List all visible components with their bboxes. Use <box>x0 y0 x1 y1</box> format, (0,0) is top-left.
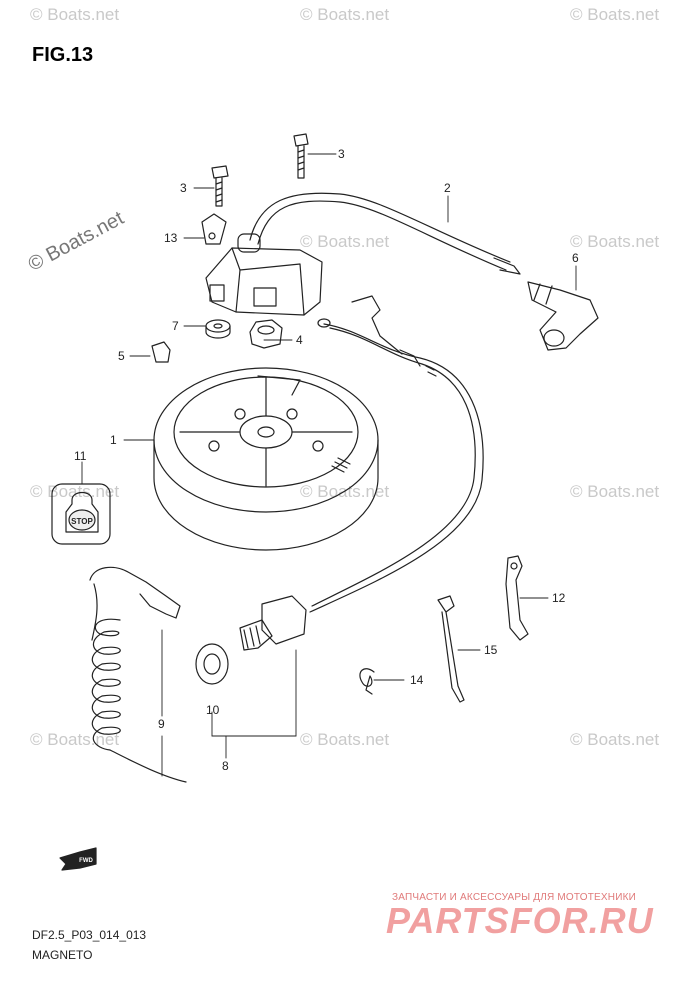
fwd-label: FWD <box>79 858 93 864</box>
part-number: 7 <box>172 319 179 333</box>
part-number: 13 <box>164 231 178 245</box>
watermark: © Boats.net <box>570 482 660 501</box>
part-number: 11 <box>74 449 87 463</box>
figure-code: DF2.5_P03_014_013 <box>32 928 147 942</box>
fwd-arrow-icon <box>59 847 97 871</box>
stop-switch-icon <box>51 483 111 545</box>
part-number: 8 <box>222 759 229 773</box>
part-number: 9 <box>158 717 165 731</box>
bolt <box>211 165 229 207</box>
part-number: 4 <box>296 333 303 347</box>
part-number: 5 <box>118 349 125 363</box>
cable-tie <box>437 595 465 703</box>
watermark: © Boats.net <box>300 232 390 251</box>
watermark: © Boats.net <box>570 5 660 24</box>
part-number: 1 <box>110 433 117 447</box>
stop-label: STOP <box>71 517 93 526</box>
watermark: © Boats.net <box>570 232 660 251</box>
watermark: © Boats.net <box>300 5 390 24</box>
watermark: © Boats.net <box>30 5 120 24</box>
part-number: 6 <box>572 251 579 265</box>
high-tension-cord <box>249 192 521 275</box>
plug-cap <box>527 281 599 351</box>
ignition-coil <box>201 213 323 316</box>
stop-switch-body <box>239 595 307 651</box>
part-number: 12 <box>552 591 566 605</box>
key <box>151 341 171 363</box>
figure-name: MAGNETO <box>32 948 93 962</box>
part-number: 2 <box>444 181 451 195</box>
part-number: 14 <box>410 673 424 687</box>
part-number: 3 <box>338 147 345 161</box>
callouts <box>81 153 577 777</box>
part-labels: 1 2 3 3 4 5 6 7 8 9 10 11 12 13 14 15 ST… <box>71 147 579 864</box>
watermark: © Boats.net <box>570 730 660 749</box>
wire-clip <box>359 668 375 695</box>
flywheel <box>153 367 379 551</box>
stop-switch-lead <box>309 295 484 613</box>
figure-title: FIG.13 <box>32 44 94 66</box>
bolt <box>293 133 309 179</box>
brand-logo[interactable]: PARTSFOR.RU <box>386 900 654 941</box>
washer <box>205 319 231 339</box>
part-number: 15 <box>484 643 498 657</box>
part-number: 10 <box>206 703 220 717</box>
watermark: © Boats.net <box>300 730 390 749</box>
stop-lanyard <box>89 566 187 783</box>
flywheel-nut <box>249 319 283 349</box>
band-clamp <box>505 555 529 641</box>
brand-tagline: ЗАПЧАСТИ И АКСЕССУАРЫ ДЛЯ МОТОТЕХНИКИ <box>392 892 637 903</box>
switch-nut <box>195 643 229 685</box>
part-number: 3 <box>180 181 187 195</box>
